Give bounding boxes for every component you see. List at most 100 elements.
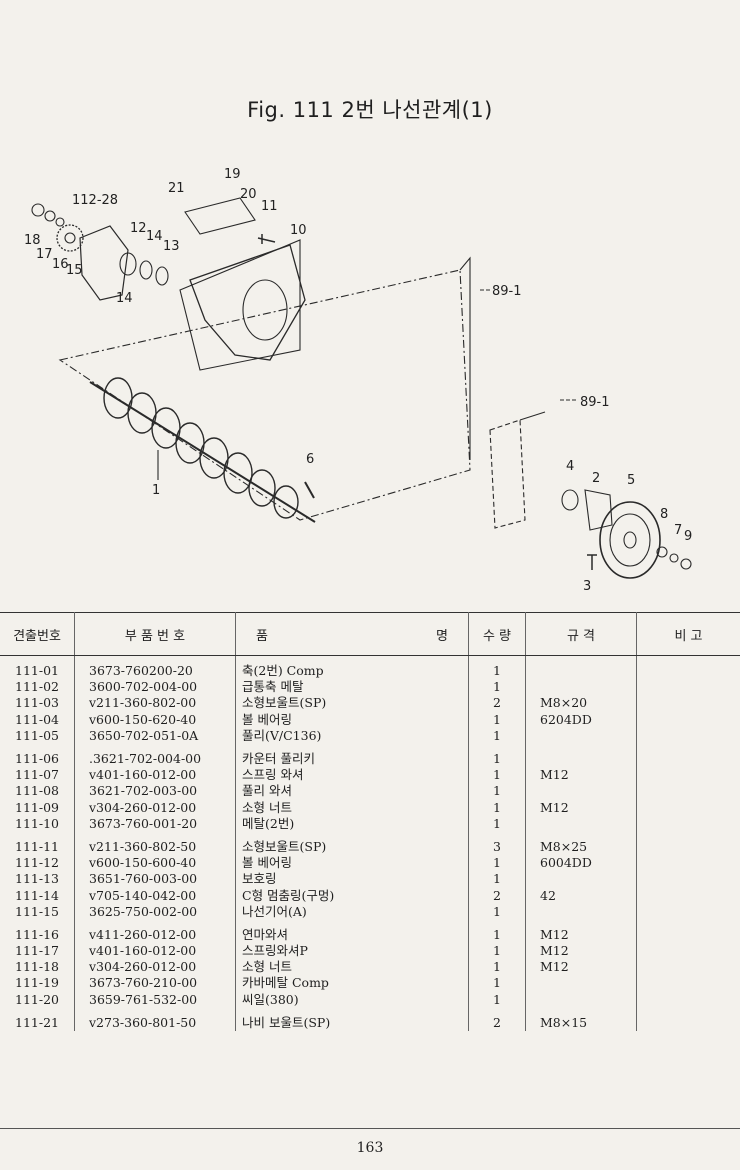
callout-13: 13 <box>163 239 180 254</box>
cell-no: 111-13 <box>0 871 75 888</box>
cell-no: 111-07 <box>0 767 75 784</box>
cell-part-number: v705-140-042-00 <box>74 887 236 904</box>
cell-note <box>637 871 740 887</box>
cell-qty: 1 <box>468 767 526 784</box>
row-gap <box>0 1007 740 1015</box>
cell-qty: 2 <box>468 887 526 904</box>
cell-qty: 1 <box>468 943 526 960</box>
cell-name: 보호링 <box>235 871 469 888</box>
cell-no: 111-02 <box>0 679 75 696</box>
cell-note <box>637 943 740 959</box>
callout-9: 9 <box>684 529 692 544</box>
cell-no: 111-15 <box>0 903 75 920</box>
cell-spec <box>525 975 637 992</box>
cell-no: 111-17 <box>0 943 75 960</box>
callout-1: 1 <box>152 483 160 498</box>
cell-name: 스프링와셔P <box>235 943 469 960</box>
cell-spec: 42 <box>525 887 637 904</box>
row-gap <box>0 831 740 839</box>
bottom-rule <box>0 1128 740 1129</box>
cell-note <box>637 816 740 832</box>
cell-no: 111-12 <box>0 855 75 872</box>
header-note: 비 고 <box>636 612 740 656</box>
callout-89-1-upper: 89-1 <box>492 284 522 299</box>
cell-name: 급통축 메탈 <box>235 679 469 696</box>
cell-note <box>637 695 740 711</box>
callout-14a: 14 <box>146 229 163 244</box>
cell-note <box>637 751 740 767</box>
callout-21: 21 <box>168 181 185 196</box>
header-part-number: 부 품 번 호 <box>74 612 236 656</box>
cell-spec: M12 <box>525 767 637 784</box>
callout-20: 20 <box>240 187 257 202</box>
cell-part-number: v211-360-802-50 <box>74 838 236 856</box>
cell-note <box>637 839 740 855</box>
page-number: 163 <box>356 1140 384 1156</box>
header-spec: 규 격 <box>525 612 637 656</box>
cell-spec: M12 <box>525 926 637 943</box>
cell-name: 스프링 와셔 <box>235 767 469 784</box>
cell-name: 연마와셔 <box>235 926 469 943</box>
cover-plate <box>184 197 256 235</box>
cell-note <box>637 927 740 943</box>
cell-no: 111-20 <box>0 991 75 1008</box>
cell-name: 볼 베어링 <box>235 855 469 872</box>
cell-spec <box>525 663 637 680</box>
cell-name: 축(2번) Comp <box>235 663 469 680</box>
cell-name: 나선기어(A) <box>235 903 469 920</box>
cell-part-number: 3673-760-001-20 <box>74 815 236 832</box>
cell-part-number: v304-260-012-00 <box>74 959 236 976</box>
cell-no: 111-19 <box>0 975 75 992</box>
cell-spec <box>525 727 637 744</box>
callout-89-1-lower: 89-1 <box>580 395 610 410</box>
callout-4: 4 <box>566 459 574 474</box>
cell-note <box>637 959 740 975</box>
header-no: 견출번호 <box>0 612 75 656</box>
callout-10: 10 <box>290 223 307 238</box>
cell-spec <box>525 815 637 832</box>
cell-spec <box>525 871 637 888</box>
callout-12: 12 <box>130 221 147 236</box>
bracket-body <box>189 244 306 361</box>
cell-part-number: v211-360-802-00 <box>74 695 236 712</box>
cell-no: 111-05 <box>0 727 75 744</box>
cell-qty: 1 <box>468 903 526 920</box>
callout-8: 8 <box>660 507 668 522</box>
callout-19: 19 <box>224 167 241 182</box>
cell-name: 카운터 풀리키 <box>235 750 469 768</box>
row-gap <box>0 919 740 927</box>
cell-part-number: v304-260-012-00 <box>74 799 236 816</box>
cell-part-number: 3650-702-051-0A <box>74 727 236 744</box>
cell-qty: 1 <box>468 750 526 768</box>
header-qty: 수 량 <box>468 612 526 656</box>
cell-qty: 1 <box>468 926 526 943</box>
cell-part-number: v273-360-801-50 <box>74 1014 236 1031</box>
cell-qty: 1 <box>468 711 526 728</box>
cell-part-number: 3600-702-004-00 <box>74 679 236 696</box>
cell-name: 풀리(V/C136) <box>235 727 469 744</box>
cell-note <box>637 663 740 679</box>
callout-3: 3 <box>583 579 591 594</box>
exploded-parts-diagram: 1 2 3 4 5 6 7 8 9 10 11 12 13 14 14 15 1… <box>24 167 692 594</box>
housing-outline <box>58 269 471 521</box>
cell-spec: 6004DD <box>525 855 637 872</box>
callout-7: 7 <box>674 523 682 538</box>
cell-note <box>637 904 740 920</box>
cell-part-number: 3651-760-003-00 <box>74 871 236 888</box>
cell-part-number: 3621-702-003-00 <box>74 783 236 800</box>
cell-spec: M8×25 <box>525 838 637 856</box>
cell-no: 111-01 <box>0 663 75 680</box>
callout-112-28: 112-28 <box>72 193 118 208</box>
